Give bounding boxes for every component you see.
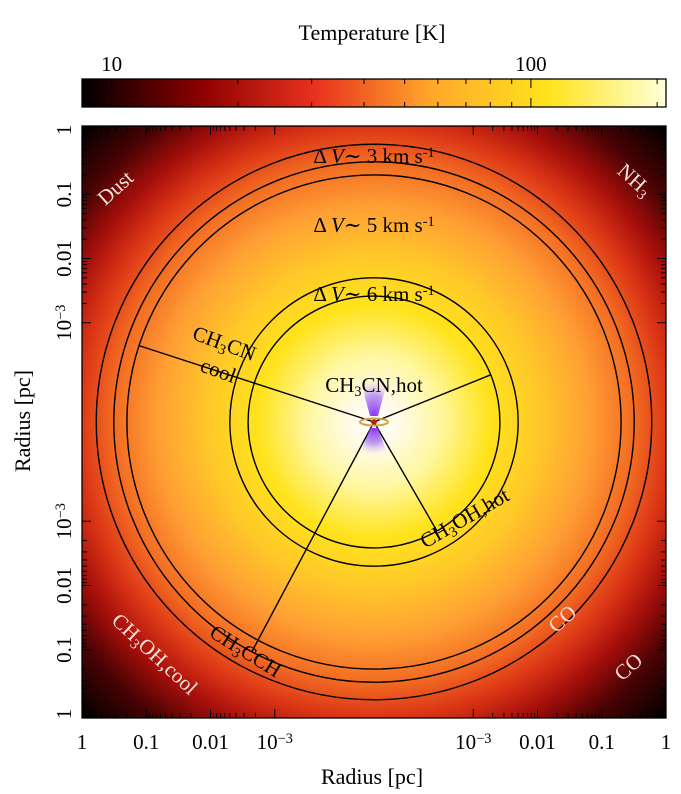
radial-line	[373, 421, 438, 532]
contour-label: Δ V∼ 6 km s-1	[313, 282, 434, 306]
protostar-disk-outflow	[359, 381, 389, 454]
colorbar-title: Temperature [K]	[299, 20, 446, 45]
accretion-disk	[359, 417, 389, 427]
colorbar-minor-ticks	[91, 79, 658, 107]
radial-lines	[138, 344, 492, 653]
contour-label: Δ V∼ 5 km s-1	[313, 213, 434, 237]
velocity-contour	[113, 161, 635, 683]
radial-line	[138, 344, 375, 423]
y-tick-label: 0.1	[52, 181, 76, 207]
x-axis-label: Radius [pc]	[321, 764, 423, 789]
protostar	[371, 419, 377, 425]
velocity-contour	[95, 143, 653, 701]
y-tick-label: 10−3	[52, 305, 76, 341]
label-ch3cn-hot: CH3CN,hot	[325, 373, 423, 400]
x-tick-label: 0.01	[519, 730, 556, 754]
x-tick-label: 10−3	[257, 730, 293, 754]
colorbar-tick-label: 100	[515, 52, 547, 76]
x-tick-label: 1	[661, 730, 672, 754]
x-tick-label: 1	[77, 730, 88, 754]
x-tick-label: 0.1	[133, 730, 159, 754]
x-tick-label: 10−3	[455, 730, 491, 754]
y-tick-label: 0.01	[52, 567, 76, 604]
radial-line	[251, 421, 375, 653]
colorbar-tick-label: 10	[101, 52, 122, 76]
y-tick-label: 0.1	[52, 637, 76, 663]
outflow-lobe-south	[362, 428, 386, 454]
y-tick-label: 10−3	[52, 503, 76, 539]
contour-label: Δ V∼ 3 km s-1	[313, 144, 434, 168]
y-axis-label: Radius [pc]	[10, 370, 35, 472]
velocity-contour	[126, 174, 622, 670]
velocity-contour	[247, 295, 501, 549]
radial-line	[373, 374, 492, 423]
x-tick-label: 0.1	[589, 730, 615, 754]
y-tick-label: 1	[52, 709, 76, 720]
temperature-map: Δ V∼ 3 km s-1Δ V∼ 5 km s-1Δ V∼ 6 km s-1D…	[82, 126, 666, 718]
outflow-lobe-north	[362, 381, 386, 416]
x-tick-label: 0.01	[192, 730, 229, 754]
contours	[95, 143, 653, 701]
velocity-contour	[229, 277, 519, 567]
y-tick-label: 0.01	[52, 240, 76, 277]
axis-ticks: 110.10.10.010.0110−310−310−310−30.010.01…	[52, 125, 671, 754]
y-tick-label: 1	[52, 125, 76, 136]
colorbar	[81, 78, 667, 108]
colorbar-ticks: 10 100	[101, 52, 547, 76]
plot-frame	[81, 125, 667, 719]
